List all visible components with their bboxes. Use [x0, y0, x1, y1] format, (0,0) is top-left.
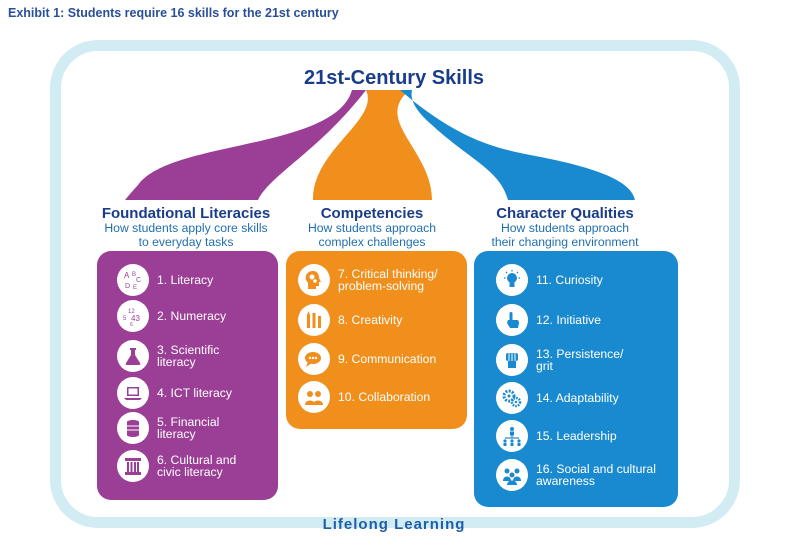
- lifelong-learning-frame: [50, 40, 740, 528]
- column-subtitle-line2: their changing environment: [491, 234, 639, 249]
- skill-item-leadership: 15. Leadership: [496, 420, 617, 452]
- column-competencies-header: Competencies How students approach compl…: [292, 205, 452, 249]
- people-icon: [496, 459, 528, 491]
- svg-text:12: 12: [128, 309, 135, 315]
- column-subtitle-line1: How students approach: [307, 221, 437, 235]
- flask-icon: [117, 340, 149, 372]
- branch-competencies: [312, 90, 432, 200]
- coin-stack-icon: [117, 412, 149, 444]
- laptop-icon: [117, 377, 149, 409]
- column-title: Competencies: [320, 205, 424, 222]
- org-chart-icon: [496, 420, 528, 452]
- pencils-icon: [298, 304, 330, 336]
- svg-text:E: E: [133, 285, 137, 291]
- head-gears-icon: [298, 264, 330, 296]
- skill-label: 13. Persistence/grit: [536, 346, 624, 373]
- svg-text:D: D: [125, 283, 130, 290]
- skill-label: 4. ICT literacy: [157, 385, 232, 400]
- svg-text:C: C: [136, 277, 141, 284]
- skill-item-critical-thinking: 7. Critical thinking/problem-solving: [298, 264, 438, 296]
- speech-bubbles-icon: [298, 343, 330, 375]
- skill-label: 14. Adaptability: [536, 390, 619, 405]
- skill-item-ict-literacy: 4. ICT literacy: [117, 377, 232, 409]
- skill-item-adaptability: 14. Adaptability: [496, 382, 619, 414]
- column-title: Character Qualities: [496, 205, 634, 222]
- skill-label: 12. Initiative: [536, 312, 602, 327]
- column-subtitle-line1: How students approach: [500, 221, 630, 235]
- column-foundational-header: Foundational Literacies How students app…: [86, 205, 286, 249]
- svg-text:B: B: [132, 272, 136, 278]
- skill-label: 11. Curiosity: [536, 272, 603, 287]
- fist-icon: [496, 344, 528, 376]
- column-character-header: Character Qualities How students approac…: [470, 205, 660, 249]
- branch-foundational: [125, 90, 366, 200]
- skill-label: 10. Collaboration: [338, 389, 431, 404]
- column-subtitle-line1: How students apply core skills: [104, 221, 268, 235]
- column-subtitle-line2: to everyday tasks: [138, 234, 234, 249]
- branch-character: [400, 90, 635, 200]
- skill-label: 8. Creativity: [338, 312, 403, 327]
- skill-item-collaboration: 10. Collaboration: [298, 381, 430, 413]
- svg-text:6: 6: [130, 322, 133, 327]
- main-title: 21st-Century Skills: [303, 67, 485, 89]
- skill-label: 1. Literacy: [157, 272, 214, 287]
- skill-label: 15. Leadership: [536, 428, 617, 443]
- column-icon: [117, 450, 149, 482]
- people-group-icon: [298, 381, 330, 413]
- skill-label: 9. Communication: [338, 351, 437, 366]
- skill-item-initiative: 12. Initiative: [496, 304, 601, 336]
- svg-text:43: 43: [131, 314, 140, 323]
- lifelong-learning-label: Lifelong Learning: [322, 516, 466, 533]
- svg-text:A: A: [124, 271, 130, 280]
- skill-item-curiosity: 11. Curiosity: [496, 264, 603, 296]
- skill-label: 7. Critical thinking/problem-solving: [338, 266, 438, 293]
- lightbulb-icon: [496, 264, 528, 296]
- skill-item-communication: 9. Communication: [298, 343, 436, 375]
- column-subtitle-line2: complex challenges: [318, 234, 426, 249]
- skill-label: 2. Numeracy: [157, 308, 227, 323]
- pointing-hand-icon: [496, 304, 528, 336]
- skill-item-persistence: 13. Persistence/grit: [496, 344, 623, 376]
- column-title: Foundational Literacies: [101, 205, 271, 222]
- skill-item-creativity: 8. Creativity: [298, 304, 402, 336]
- exhibit-title: Exhibit 1: Students require 16 skills fo…: [8, 6, 339, 20]
- svg-text:5: 5: [123, 316, 127, 322]
- gears-icon: [496, 382, 528, 414]
